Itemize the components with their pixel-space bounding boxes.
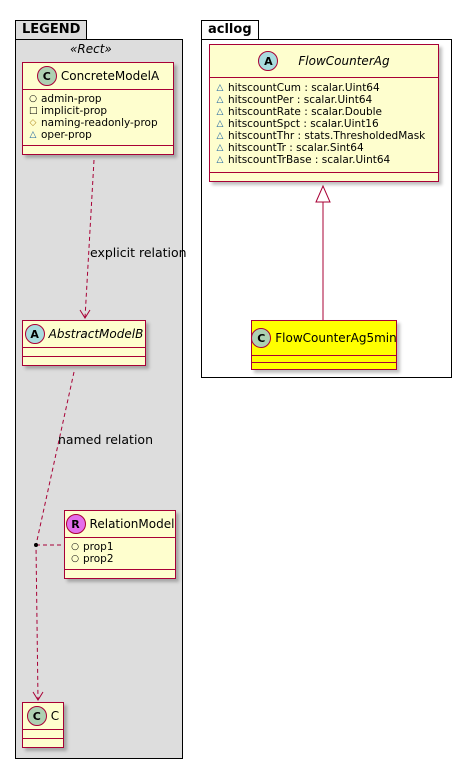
explicit-relation-label: explicit relation <box>90 245 187 260</box>
property-row: △hitscountRate : scalar.Double <box>216 106 382 118</box>
property-list: △hitscountCum : scalar.Uint64 △hitscount… <box>210 78 438 173</box>
acllog-package-tab: acllog <box>201 20 259 40</box>
property-list: ○ admin-prop □ implicit-prop ◇ naming-re… <box>23 90 173 146</box>
class-a-badge-icon: A <box>258 51 279 71</box>
property-list: ○ prop1 ○ prop2 <box>65 538 175 570</box>
c-class[interactable]: C C <box>22 702 64 748</box>
package-visibility-icon: △ <box>216 155 224 165</box>
property-row: □ implicit-prop <box>29 105 108 117</box>
package-visibility-icon: △ <box>216 95 224 105</box>
class-a-badge-icon: A <box>24 324 45 344</box>
property-row: ○ prop2 <box>71 553 114 565</box>
package-visibility-icon: △ <box>216 131 224 141</box>
named-relation-label: named relation <box>58 432 153 447</box>
property-row: △ oper-prop <box>29 129 92 141</box>
class-c-badge-icon: C <box>26 706 47 726</box>
property-row: △hitscountTrBase : scalar.Uint64 <box>216 154 391 166</box>
property-row: △hitscountTr : scalar.Sint64 <box>216 142 364 154</box>
class-name: ConcreteModelA <box>60 69 160 83</box>
private-visibility-icon: □ <box>29 106 38 116</box>
class-c-badge-icon: C <box>251 328 272 348</box>
property-row: △hitscountCum : scalar.Uint64 <box>216 82 380 94</box>
package-visibility-icon: △ <box>216 143 224 153</box>
package-visibility-icon: △ <box>29 130 37 140</box>
class-c-badge-icon: C <box>36 66 57 86</box>
public-visibility-icon: ○ <box>29 94 37 104</box>
legend-stereotype: «Rect» <box>70 42 112 56</box>
package-visibility-icon: △ <box>216 119 224 129</box>
property-row: ◇ naming-readonly-prop <box>29 117 158 129</box>
package-visibility-icon: △ <box>216 83 224 93</box>
flow-counter-ag-5min-class[interactable]: C FlowCounterAg5min <box>251 320 397 370</box>
property-row: ○ admin-prop <box>29 93 102 105</box>
concrete-model-a-class[interactable]: C ConcreteModelA ○ admin-prop □ implicit… <box>22 62 174 155</box>
relation-model-class[interactable]: R RelationModel ○ prop1 ○ prop2 <box>64 510 176 579</box>
class-name: RelationModel <box>89 517 175 531</box>
property-row: △hitscountPer : scalar.Uint64 <box>216 94 373 106</box>
legend-package-tab: LEGEND <box>15 20 88 40</box>
class-name: FlowCounterAg <box>298 54 390 68</box>
class-name: AbstractModelB <box>48 327 144 341</box>
class-r-badge-icon: R <box>65 514 86 534</box>
public-visibility-icon: ○ <box>71 554 79 564</box>
property-row: ○ prop1 <box>71 541 114 553</box>
abstract-model-b-class[interactable]: A AbstractModelB <box>22 320 146 366</box>
package-visibility-icon: △ <box>216 107 224 117</box>
protected-visibility-icon: ◇ <box>29 118 37 128</box>
public-visibility-icon: ○ <box>71 542 79 552</box>
property-row: △hitscountThr : stats.ThresholdedMask <box>216 130 426 142</box>
class-name: FlowCounterAg5min <box>275 331 397 345</box>
property-row: △hitscountSpct : scalar.Uint16 <box>216 118 379 130</box>
flow-counter-ag-class[interactable]: A FlowCounterAg △hitscountCum : scalar.U… <box>209 44 439 182</box>
class-name: C <box>50 709 60 723</box>
